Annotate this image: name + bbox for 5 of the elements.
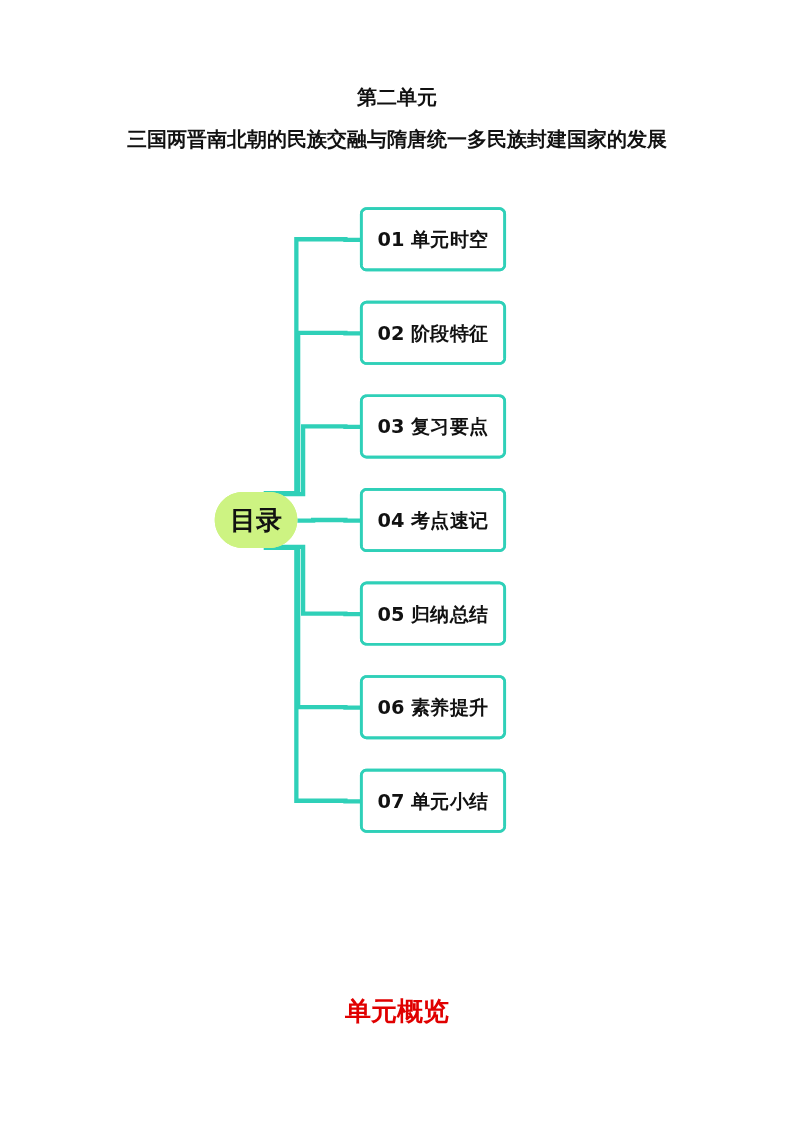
- connector: [297, 517, 362, 523]
- section-heading: 单元概览: [344, 995, 450, 1028]
- subtitle: 三国两晋南北朝的民族交融与隋唐统一多民族封建国家的发展: [126, 126, 668, 153]
- title: 第二单元: [356, 84, 438, 111]
- connector: [263, 545, 362, 804]
